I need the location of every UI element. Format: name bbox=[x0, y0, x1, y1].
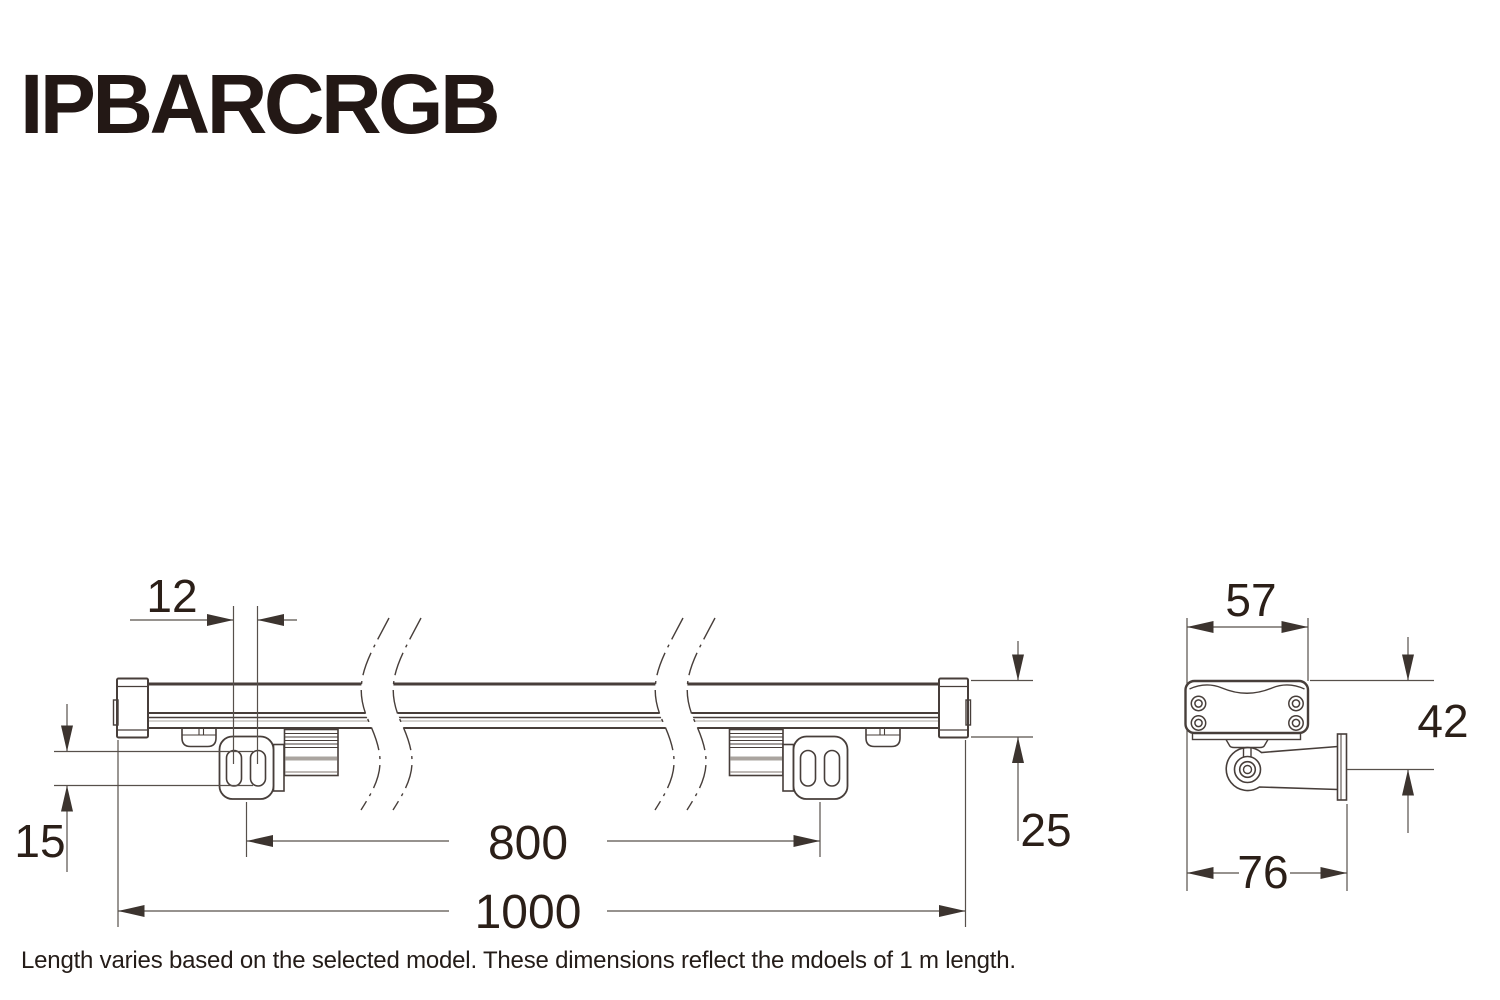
right-end-cap bbox=[938, 677, 972, 739]
dim-label-15: 15 bbox=[14, 815, 65, 867]
break-mask bbox=[361, 618, 421, 810]
arrowhead bbox=[246, 835, 273, 847]
dimension-slot-length: 15 bbox=[14, 704, 253, 872]
left-mounting-bracket bbox=[218, 735, 285, 800]
profile-bottom-tab bbox=[1191, 732, 1302, 741]
left-clip bbox=[181, 728, 217, 748]
profile-screw bbox=[1190, 715, 1207, 731]
dim-label-57: 57 bbox=[1225, 574, 1276, 626]
dimension-bar-height: 25 bbox=[971, 641, 1072, 856]
end-cap-notch bbox=[965, 699, 972, 726]
dimension-slot-spacing: 12 bbox=[130, 570, 297, 764]
bracket-slot bbox=[799, 749, 817, 787]
clip-outline bbox=[181, 728, 217, 748]
screw-inner bbox=[1194, 718, 1203, 728]
arrowhead bbox=[1187, 867, 1214, 879]
profile-screw bbox=[1288, 695, 1304, 712]
left-cable-gland bbox=[283, 728, 339, 777]
pivot-bolt-outer bbox=[1233, 755, 1262, 784]
right-clip bbox=[865, 728, 901, 748]
break-line bbox=[686, 617, 716, 811]
profile-screw bbox=[1288, 715, 1304, 731]
dim-label-1000: 1000 bbox=[475, 886, 582, 939]
right-mounting-bracket bbox=[782, 735, 849, 800]
bracket-flange bbox=[272, 743, 285, 792]
screw-outer bbox=[1288, 715, 1304, 731]
dim-label-76: 76 bbox=[1237, 846, 1288, 898]
pivot-bracket bbox=[1225, 733, 1348, 801]
screw-inner bbox=[1291, 718, 1301, 728]
dimension-total-depth: 76 bbox=[1187, 804, 1348, 898]
arrowhead bbox=[1320, 867, 1347, 879]
bracket-flange bbox=[782, 743, 795, 792]
dim-label-12: 12 bbox=[146, 570, 197, 622]
profile-top-channel bbox=[1189, 684, 1305, 694]
left-end-cap bbox=[112, 677, 149, 739]
screw-outer bbox=[1288, 695, 1304, 712]
break-symbol-left bbox=[360, 617, 422, 811]
pivot-bolt-inner bbox=[1242, 764, 1253, 775]
bracket-arm bbox=[1225, 745, 1339, 792]
arrowhead bbox=[1402, 769, 1414, 796]
page-title: IPBARCRGB bbox=[20, 57, 501, 151]
dimension-mount-height: 42 bbox=[1310, 637, 1469, 833]
dimension-bracket-spacing: 800 bbox=[245, 802, 821, 870]
dim-label-42: 42 bbox=[1417, 695, 1468, 747]
arrowhead bbox=[118, 905, 145, 917]
arrowhead bbox=[1012, 737, 1024, 763]
screw-inner bbox=[1194, 699, 1203, 708]
front-view: 12 15 800 bbox=[14, 570, 1071, 939]
bracket-slot bbox=[823, 749, 841, 787]
arrowhead bbox=[939, 905, 966, 917]
arrowhead bbox=[793, 835, 820, 847]
screw-outer bbox=[1190, 715, 1207, 731]
break-line bbox=[392, 617, 422, 811]
break-line bbox=[360, 617, 390, 811]
arrowhead bbox=[1402, 654, 1414, 681]
arrowhead bbox=[207, 614, 234, 626]
profile-screw bbox=[1190, 695, 1207, 712]
arrowhead bbox=[61, 785, 73, 812]
pivot-bolt-mid bbox=[1238, 760, 1257, 779]
dim-label-25: 25 bbox=[1020, 804, 1071, 856]
dim-label-800: 800 bbox=[488, 817, 568, 870]
dimension-total-length: 1000 bbox=[117, 740, 967, 939]
arrowhead bbox=[1012, 654, 1024, 681]
bar-body bbox=[146, 682, 940, 729]
arrowhead bbox=[1281, 621, 1308, 633]
clip-outline bbox=[865, 728, 901, 748]
wall-plate bbox=[1336, 733, 1348, 801]
arrowhead bbox=[257, 614, 284, 626]
end-cap-notch bbox=[112, 699, 119, 726]
screw-inner bbox=[1291, 699, 1301, 708]
profile-cross-section bbox=[1184, 679, 1310, 741]
arrowhead bbox=[61, 725, 73, 752]
bracket-dome bbox=[1225, 739, 1269, 749]
end-cap-outline bbox=[938, 677, 969, 739]
break-line bbox=[654, 617, 684, 811]
gland-outline bbox=[728, 728, 784, 777]
right-cable-gland bbox=[728, 728, 784, 777]
end-cap-outline bbox=[116, 677, 149, 739]
dimension-profile-width: 57 bbox=[1187, 574, 1308, 633]
caption: Length varies based on the selected mode… bbox=[21, 947, 1016, 974]
side-view: 57 42 76 bbox=[1184, 574, 1469, 898]
break-symbol-right bbox=[654, 617, 716, 811]
gland-outline bbox=[283, 728, 339, 777]
screw-outer bbox=[1190, 695, 1207, 712]
arrowhead bbox=[1187, 621, 1214, 633]
break-mask bbox=[655, 618, 715, 810]
